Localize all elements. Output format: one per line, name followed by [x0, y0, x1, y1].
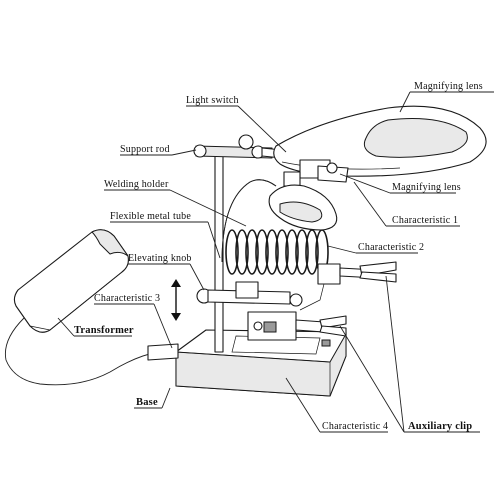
- label-light-switch: Light switch: [186, 95, 239, 106]
- label-auxiliary-clip: Auxiliary clip: [408, 421, 472, 432]
- label-characteristic-3: Characteristic 3: [94, 293, 160, 304]
- label-magnifying-lens-top: Magnifying lens: [414, 81, 483, 92]
- support-rod-drawing: [193, 134, 283, 353]
- label-characteristic-1: Characteristic 1: [392, 215, 458, 226]
- power-cable: [4, 317, 159, 386]
- clamp-assembly-drawing: [196, 281, 303, 341]
- label-flexible-metal-tube: Flexible metal tube: [110, 211, 191, 222]
- label-transformer: Transformer: [74, 325, 134, 336]
- label-welding-holder: Welding holder: [104, 179, 169, 190]
- magnifying-lens-drawing: [273, 105, 487, 183]
- label-characteristic-4: Characteristic 4: [322, 421, 388, 432]
- leader-lines: [57, 91, 494, 433]
- label-characteristic-2: Characteristic 2: [358, 242, 424, 253]
- welding-holder-drawing: [268, 171, 338, 231]
- coil-holder-drawing: [225, 229, 329, 275]
- transformer-drawing: [13, 229, 129, 333]
- auxiliary-clip-lower-drawing: [295, 315, 347, 337]
- auxiliary-clip-upper-drawing: [299, 261, 397, 311]
- base-drawing: [147, 329, 347, 397]
- label-base: Base: [136, 397, 158, 408]
- double-arrow-vertical-icon: [171, 279, 181, 321]
- label-magnifying-lens: Magnifying lens: [392, 182, 461, 193]
- label-support-rod: Support rod: [120, 144, 170, 155]
- label-elevating-knob: Elevating knob: [128, 253, 192, 264]
